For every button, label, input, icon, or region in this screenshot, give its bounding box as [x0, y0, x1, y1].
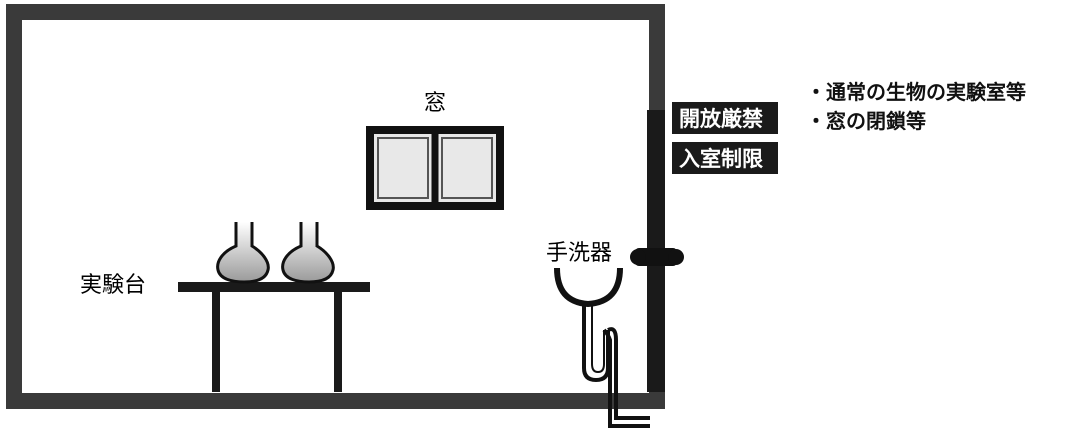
lab-bench — [178, 282, 370, 392]
note-item: ・窓の閉鎖等 — [806, 109, 926, 133]
requirements-notes: ・通常の生物の実験室等 ・窓の閉鎖等 — [806, 78, 1026, 136]
sink-label: 手洗器 — [546, 241, 612, 266]
flask-icon — [281, 222, 335, 284]
window — [366, 126, 504, 210]
hand-wash-sink — [554, 267, 650, 428]
sign-restricted-entry-text: 入室制限 — [679, 147, 763, 171]
note-item: ・通常の生物の実験室等 — [806, 80, 1026, 104]
flask-icon — [216, 222, 270, 284]
sign-restricted-entry: 入室制限 — [672, 142, 778, 174]
bench-label: 実験台 — [80, 273, 146, 298]
door — [630, 110, 684, 392]
window-label: 窓 — [424, 91, 446, 116]
sign-no-open: 開放厳禁 — [672, 102, 778, 134]
sign-no-open-text: 開放厳禁 — [679, 107, 763, 131]
